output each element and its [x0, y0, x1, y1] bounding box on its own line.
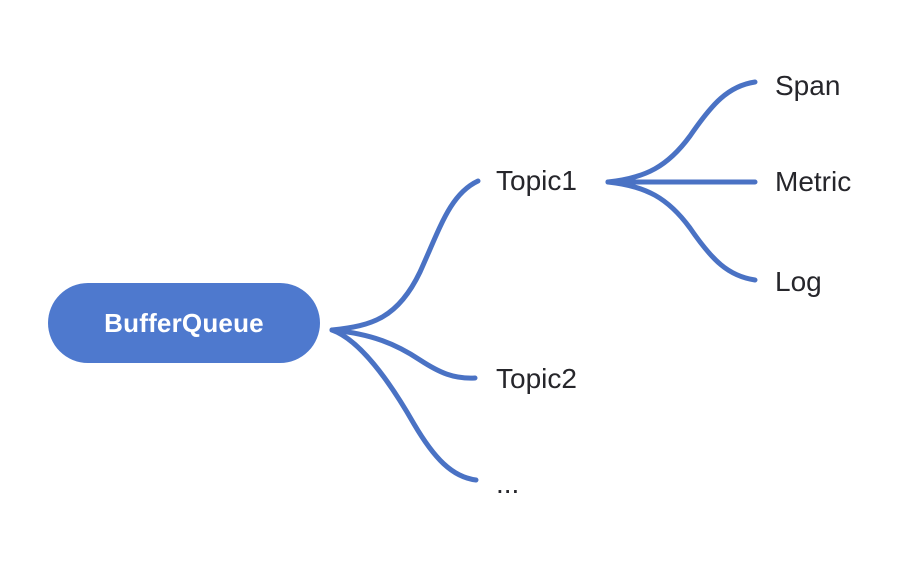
- connector-bufferqueue-to-ellipsis: [329, 327, 479, 483]
- connector-topic1-to-span: [605, 79, 758, 185]
- node-topic1[interactable]: Topic1: [496, 165, 577, 196]
- node-ellipsis[interactable]: ...: [496, 468, 520, 499]
- connector-bufferqueue-to-topic1: [329, 178, 481, 333]
- connector-topic1-to-log: [605, 179, 758, 283]
- node-span[interactable]: Span: [775, 70, 841, 101]
- node-log[interactable]: Log: [775, 266, 822, 297]
- connector-bufferqueue-to-topic2: [329, 327, 478, 381]
- node-topic2[interactable]: Topic2: [496, 363, 577, 394]
- node-bufferqueue-label: BufferQueue: [104, 307, 264, 338]
- node-bufferqueue[interactable]: BufferQueue: [48, 283, 320, 363]
- node-metric[interactable]: Metric: [775, 166, 852, 197]
